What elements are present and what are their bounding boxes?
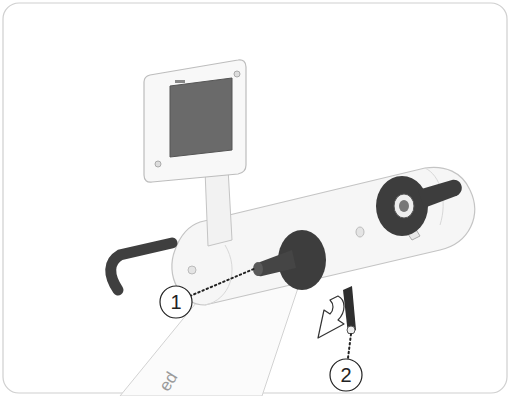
direction-arrow bbox=[318, 296, 344, 338]
callout-number: 2 bbox=[340, 365, 351, 385]
display-button bbox=[234, 71, 240, 77]
lever-pivot bbox=[347, 326, 355, 334]
crank-hub bbox=[399, 200, 409, 212]
release-lever bbox=[343, 286, 356, 334]
callout-number: 1 bbox=[170, 292, 181, 312]
housing bbox=[172, 167, 475, 305]
hand-grip bbox=[418, 180, 462, 208]
leader-line bbox=[190, 268, 256, 296]
callout-circle bbox=[330, 359, 362, 391]
housing-edge bbox=[205, 245, 232, 305]
leader-line bbox=[348, 334, 351, 358]
crank-hub bbox=[394, 194, 414, 218]
grip-disc bbox=[376, 176, 428, 236]
display-mount bbox=[205, 168, 232, 246]
display-button bbox=[155, 161, 161, 167]
display-screen bbox=[170, 78, 232, 157]
screw bbox=[188, 266, 196, 274]
screw bbox=[356, 227, 364, 237]
callout-circle bbox=[160, 286, 192, 318]
display-panel bbox=[144, 60, 246, 182]
display-logo bbox=[175, 80, 185, 83]
handlebar bbox=[111, 243, 172, 290]
